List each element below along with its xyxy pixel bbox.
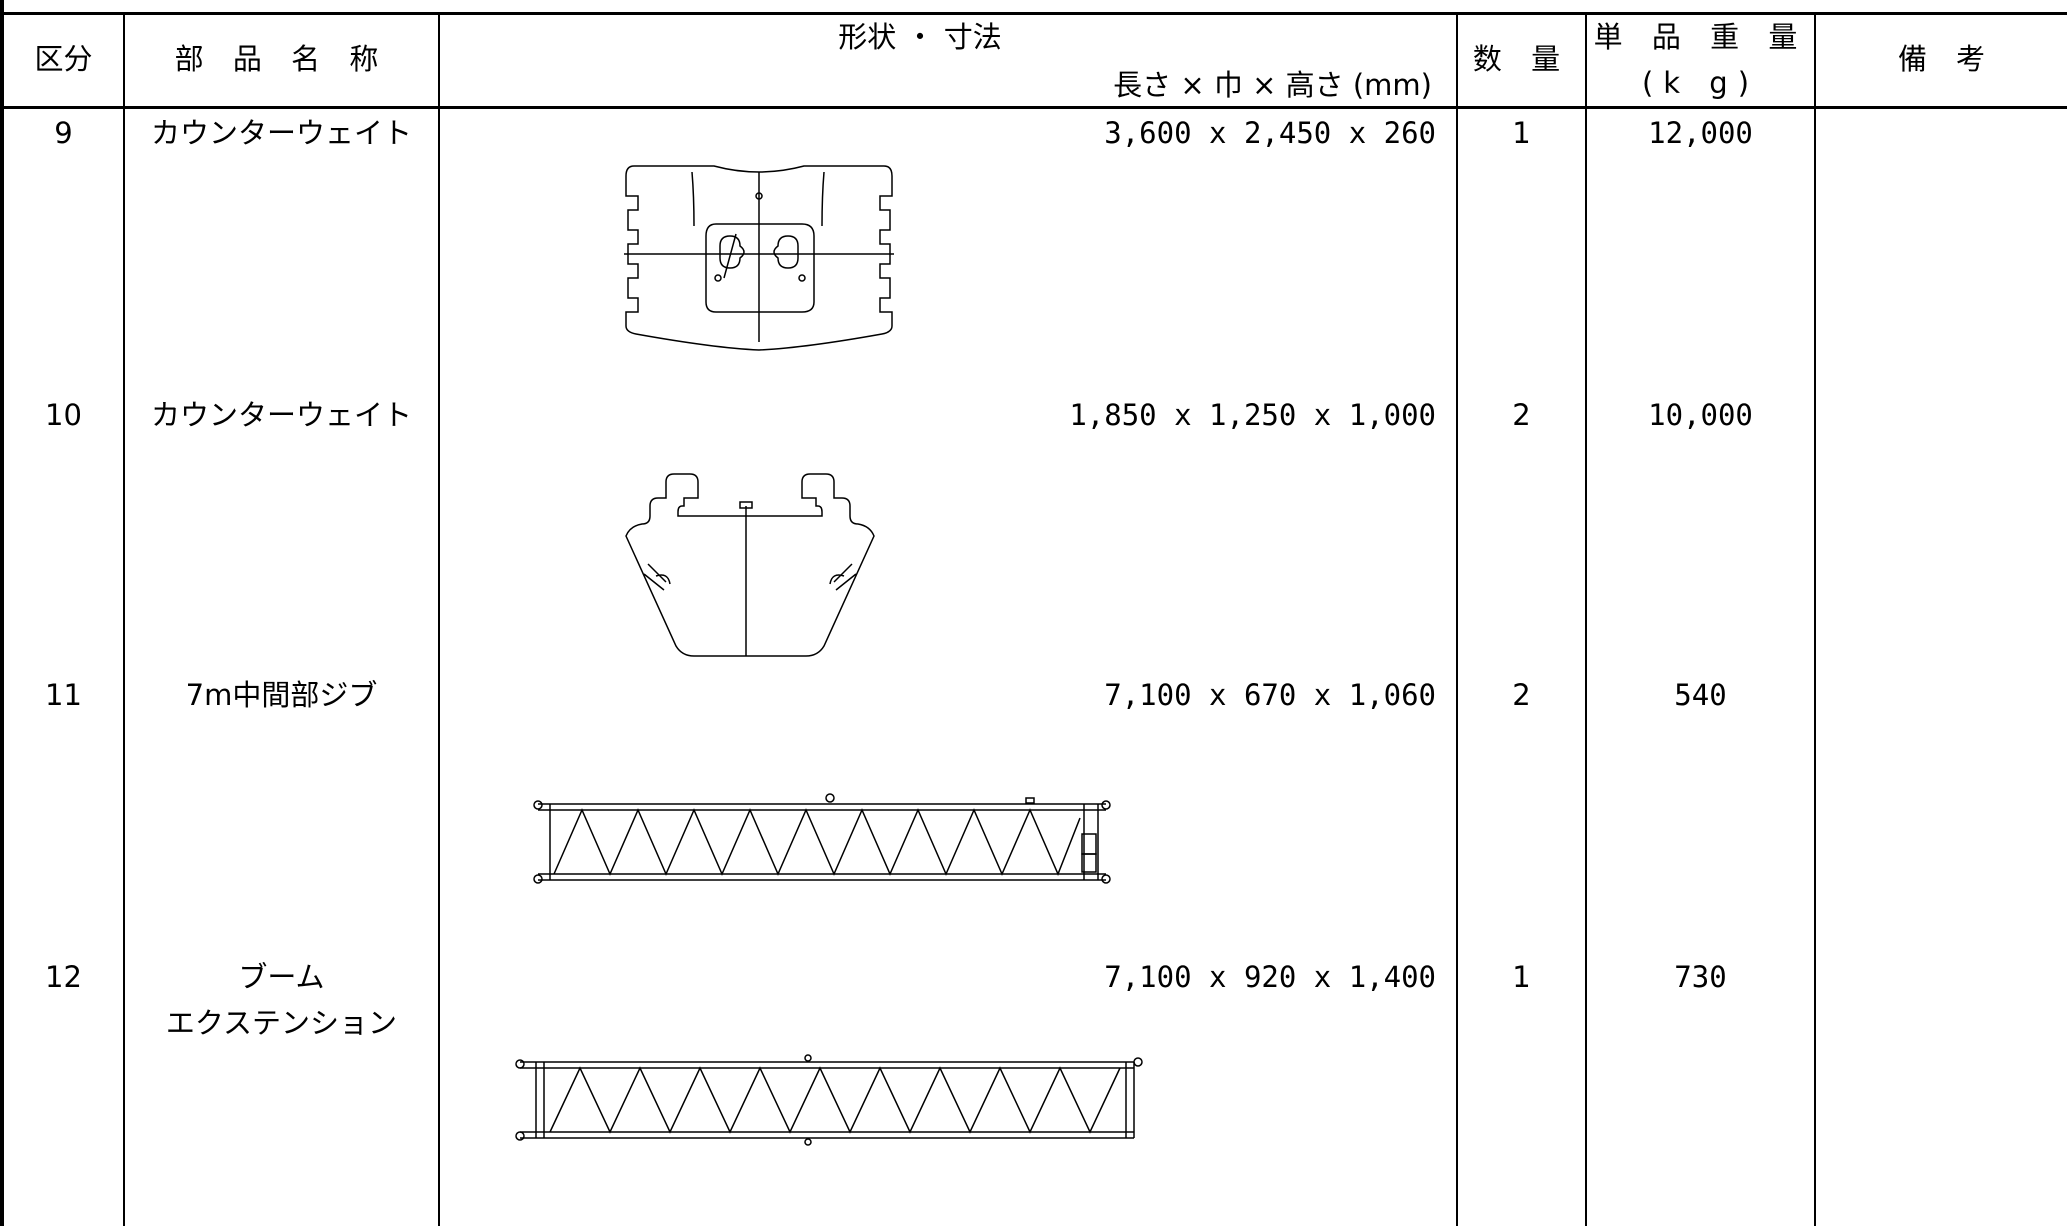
col-divider-4 xyxy=(1585,12,1587,1226)
counterweight-plate-icon xyxy=(624,165,894,351)
header-unit-weight: 単 品 重 量 xyxy=(1593,20,1808,54)
row-dimensions: 7,100 x 670 x 1,060 xyxy=(1104,678,1436,712)
row-part-name: ブーム xyxy=(238,960,325,994)
row-quantity: 2 xyxy=(1512,398,1531,432)
col-divider-5 xyxy=(1814,12,1816,1226)
header-unit-weight-unit: (k g) xyxy=(1641,66,1760,100)
counterweight-block-icon xyxy=(625,473,875,657)
col-divider-2 xyxy=(438,12,440,1226)
table-border-left xyxy=(0,0,4,1226)
row-no: 10 xyxy=(45,398,82,432)
row-unit-weight: 10,000 xyxy=(1648,398,1753,432)
lattice-jib-icon xyxy=(533,793,1111,884)
row-unit-weight: 540 xyxy=(1674,678,1727,712)
row-unit-weight: 730 xyxy=(1674,960,1727,994)
row-quantity: 2 xyxy=(1512,678,1531,712)
header-shape-title: 形状 ・ 寸法 xyxy=(838,20,1002,54)
row-dimensions: 3,600 x 2,450 x 260 xyxy=(1104,116,1436,150)
row-part-name: カウンターウェイト xyxy=(150,398,412,432)
row-unit-weight: 12,000 xyxy=(1648,116,1753,150)
row-no: 12 xyxy=(45,960,82,994)
row-no: 9 xyxy=(54,116,73,150)
header-remarks: 備 考 xyxy=(1897,42,1985,76)
table-border-top xyxy=(0,12,2067,15)
header-part-name: 部 品 名 称 xyxy=(174,42,389,76)
row-dimensions: 1,850 x 1,250 x 1,000 xyxy=(1069,398,1436,432)
row-part-name-line2: エクステンション xyxy=(165,1006,398,1040)
boom-extension-icon xyxy=(515,1054,1143,1146)
row-part-name: 7m中間部ジブ xyxy=(185,678,378,712)
row-quantity: 1 xyxy=(1512,116,1531,150)
header-category: 区分 xyxy=(34,42,93,76)
col-divider-3 xyxy=(1456,12,1458,1226)
header-divider xyxy=(0,106,2067,109)
col-divider-1 xyxy=(123,12,125,1226)
row-quantity: 1 xyxy=(1512,960,1531,994)
header-shape-sub: 長さ × 巾 × 高さ (mm) xyxy=(1113,68,1432,102)
row-dimensions: 7,100 x 920 x 1,400 xyxy=(1104,960,1436,994)
row-no: 11 xyxy=(45,678,82,712)
row-part-name: カウンターウェイト xyxy=(150,116,412,150)
header-quantity: 数 量 xyxy=(1472,42,1571,76)
